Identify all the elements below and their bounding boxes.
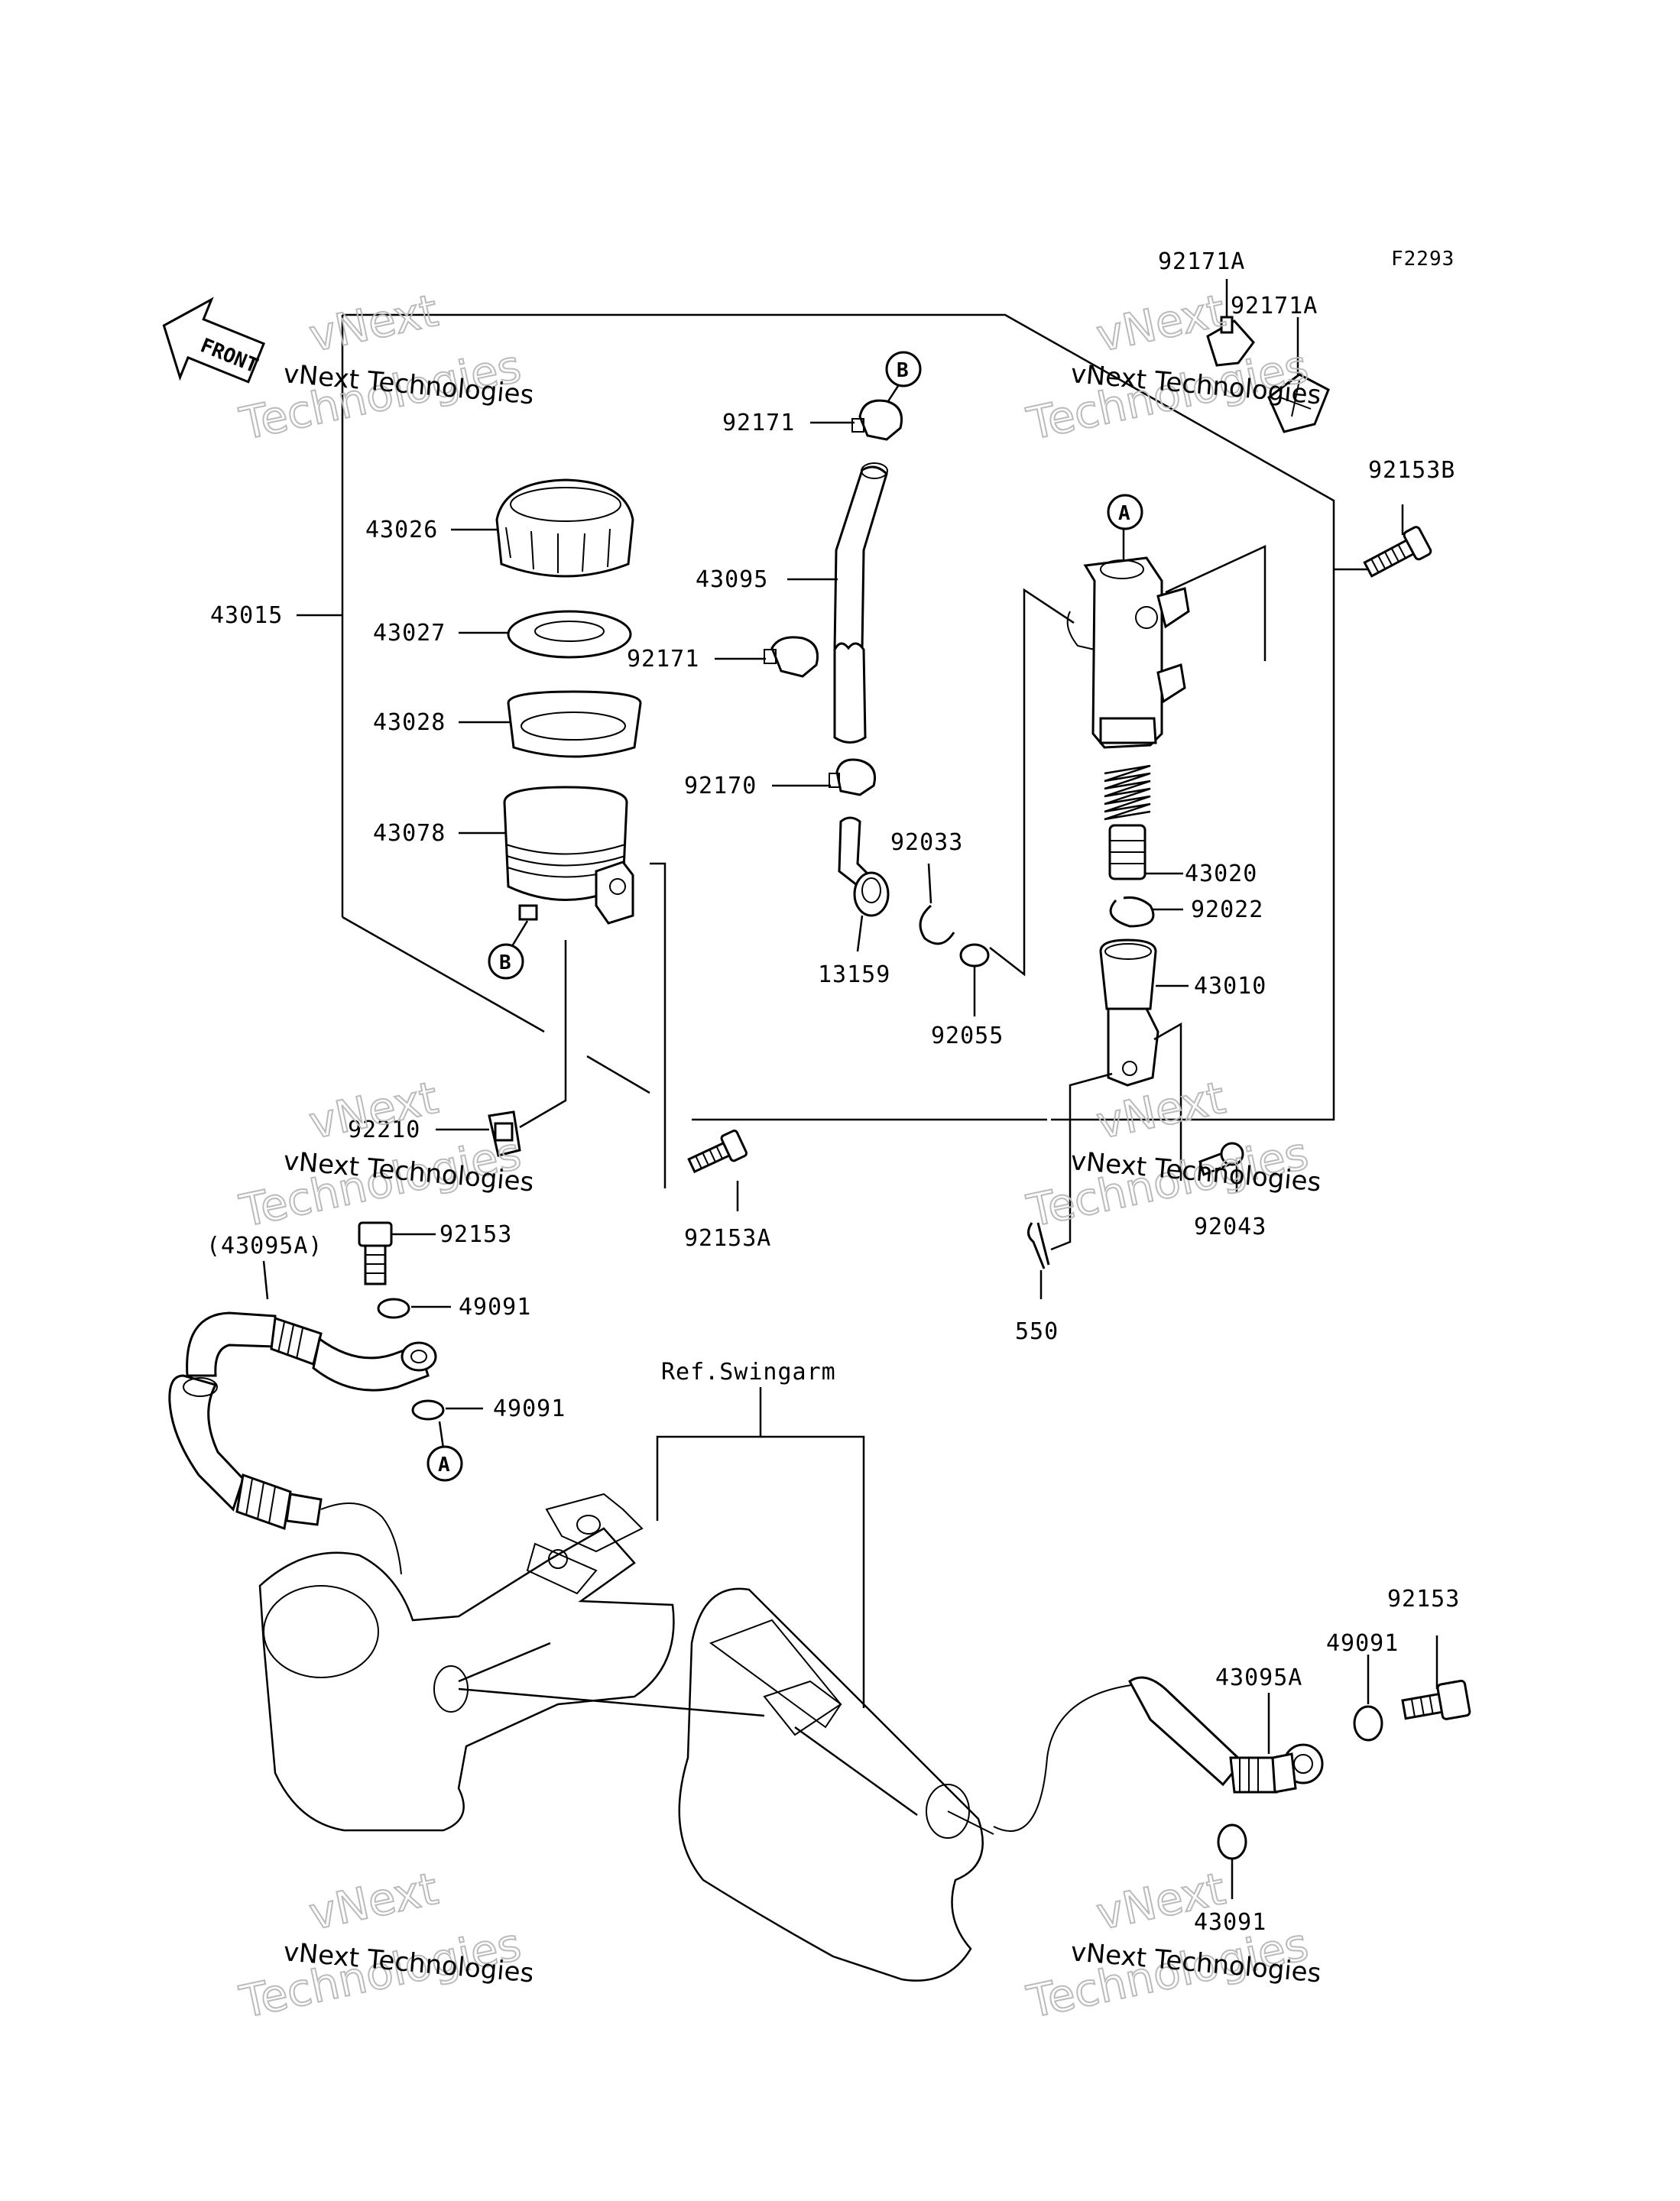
connector-a-bottom-label: A — [438, 1454, 450, 1477]
label-92171A-2: 92171A — [1231, 293, 1318, 319]
clip-nut-92210 — [488, 1110, 521, 1157]
label-43095: 43095 — [696, 566, 768, 593]
hose-continuation-right — [993, 1684, 1132, 1832]
washer-49091-r1 — [1353, 1705, 1383, 1742]
cotter-pin-550 — [1027, 1222, 1050, 1269]
label-92153-right: 92153 — [1387, 1586, 1460, 1613]
piston-43020 — [1108, 824, 1146, 880]
label-43010: 43010 — [1194, 973, 1266, 1000]
label-92153B: 92153B — [1368, 457, 1455, 484]
label-43095A: 43095A — [1215, 1665, 1302, 1691]
brake-hose-left — [168, 1311, 437, 1531]
label-43027: 43027 — [373, 620, 446, 647]
assembly-frame — [297, 313, 1368, 1121]
label-13159: 13159 — [818, 961, 890, 988]
label-43026: 43026 — [365, 517, 438, 543]
diaphragm-43028 — [507, 690, 642, 758]
label-49091-r2: 43091 — [1194, 1909, 1266, 1936]
ref-swingarm-label: Ref.Swingarm — [661, 1359, 836, 1386]
banjo-bolt-92153-left — [358, 1221, 393, 1285]
label-92171-mid: 92171 — [627, 646, 699, 673]
svg-text:vNext: vNext — [1092, 284, 1230, 362]
label-92022: 92022 — [1191, 896, 1263, 923]
label-49091-l2: 49091 — [493, 1395, 566, 1422]
svg-text:vNext: vNext — [1092, 1071, 1230, 1149]
label-92153-left: 92153 — [439, 1221, 512, 1248]
label-49091-r1: 49091 — [1326, 1630, 1399, 1657]
front-arrow-icon: FRONT — [162, 297, 265, 384]
swingarm-outline — [258, 1493, 994, 1982]
label-43020: 43020 — [1185, 861, 1257, 887]
hose-fitting-13159 — [838, 816, 890, 917]
reservoir-43078 — [503, 786, 634, 925]
washer-49091-l1 — [377, 1298, 410, 1319]
connector-a-top-label: A — [1118, 502, 1130, 525]
connector-b-bottom-label: B — [499, 951, 511, 974]
hose-clamp-92171-top — [851, 399, 903, 441]
svg-text:vNext: vNext — [305, 284, 443, 362]
label-49091-l1: 49091 — [459, 1294, 531, 1321]
banjo-bolt-92153-right — [1401, 1679, 1471, 1720]
label-43028: 43028 — [373, 709, 446, 736]
hose-clamp-92171A-2 — [1267, 373, 1330, 433]
hose-continuation-left — [320, 1502, 402, 1575]
watermark-bottom-right: Technologies vNext vNext Technologies — [1022, 1862, 1322, 2029]
label-92043: 92043 — [1194, 1214, 1266, 1240]
bolt-92153B — [1363, 526, 1432, 578]
connector-a-bottom — [426, 1445, 463, 1482]
bolt-92153A — [687, 1130, 748, 1174]
watermark-bottom-left: Technologies vNext vNext Technologies — [235, 1862, 535, 2029]
label-550: 550 — [1015, 1318, 1059, 1345]
washer-49091-l2 — [411, 1399, 445, 1421]
label-92055: 92055 — [931, 1023, 1004, 1049]
connector-b-bottom — [488, 943, 524, 980]
label-43015: 43015 — [210, 602, 283, 629]
clevis-pin-92043 — [1198, 1142, 1244, 1176]
connector-b-top — [885, 351, 922, 387]
watermark-top-left: Technologies vNext vNext Technologies — [235, 284, 535, 451]
washer-49091-r2 — [1217, 1823, 1247, 1860]
label-92210: 92210 — [348, 1117, 420, 1143]
circlip-92022 — [1109, 896, 1155, 928]
label-43078: 43078 — [373, 820, 446, 847]
brake-hose-right — [1128, 1676, 1324, 1794]
hose-clamp-92170 — [829, 758, 876, 796]
watermark-mid-right: Technologies vNext vNext Technologies — [1022, 1071, 1322, 1238]
label-92153A: 92153A — [684, 1225, 771, 1252]
connector-a-top — [1107, 494, 1143, 530]
svg-text:vNext: vNext — [305, 1862, 443, 1940]
connector-b-top-label: B — [897, 359, 909, 382]
label-92171-top: 92171 — [722, 410, 795, 436]
label-92033: 92033 — [890, 829, 963, 856]
diaphragm-plate-43027 — [507, 610, 632, 659]
watermark-mid-left: Technologies vNext vNext Technologies — [235, 1071, 535, 1238]
master-cylinder-body — [1066, 556, 1190, 749]
label-92170: 92170 — [684, 773, 757, 799]
hose-clamp-92171-mid — [764, 636, 819, 678]
reservoir-cap-43026 — [495, 478, 634, 578]
figure-code: F2293 — [1391, 248, 1455, 271]
spring-icon — [1104, 764, 1151, 821]
push-rod-43010 — [1099, 938, 1159, 1087]
o-ring-92055 — [959, 943, 990, 968]
label-43095A-paren: (43095A) — [206, 1233, 323, 1259]
circlip-92033 — [919, 904, 955, 945]
reservoir-hose-43095 — [833, 462, 888, 744]
label-92171A-1: 92171A — [1158, 248, 1245, 275]
